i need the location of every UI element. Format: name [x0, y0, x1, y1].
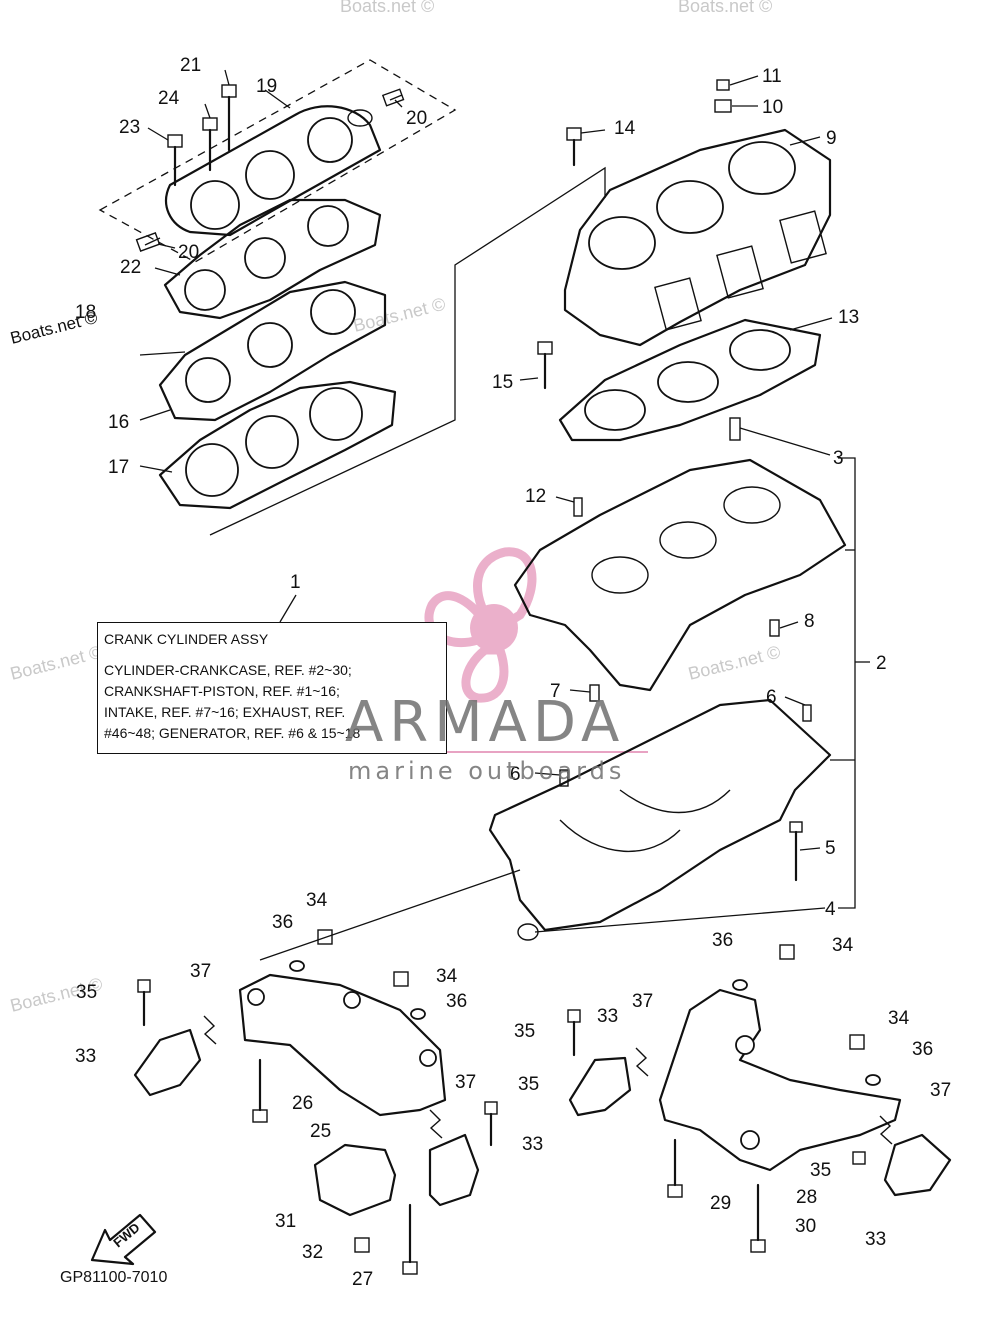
- callout-25: 25: [310, 1121, 331, 1142]
- watermark: Boats.net ©: [340, 0, 434, 16]
- callout-35: 35: [514, 1021, 535, 1042]
- callout-22: 22: [120, 257, 141, 278]
- callout-37: 37: [930, 1080, 951, 1101]
- callout-labels: 1 2 3 3 4 5 6 6 7 8 9 10 11 12 13 14 15 …: [75, 55, 951, 1290]
- crankcase-lower: [488, 698, 832, 941]
- callout-36: 36: [912, 1039, 933, 1060]
- holder-block: [313, 1143, 397, 1253]
- callout-2: 2: [876, 653, 887, 674]
- callout-6: 6: [510, 764, 521, 785]
- callout-35: 35: [518, 1074, 539, 1095]
- callout-leaders: [139, 69, 833, 851]
- callout-36: 36: [446, 991, 467, 1012]
- head-gasket-upper: [163, 198, 382, 320]
- bolt-group-block: [537, 79, 732, 390]
- base-gasket: [558, 318, 822, 442]
- callout-32: 32: [302, 1242, 323, 1263]
- callout-9: 9: [826, 128, 837, 149]
- callout-7: 7: [550, 681, 561, 702]
- fasteners-mount: [137, 929, 893, 1165]
- callout-8: 8: [804, 611, 815, 632]
- cylinder-block: [563, 128, 832, 347]
- callout-33: 33: [75, 1046, 96, 1067]
- long-bolts: [252, 1058, 766, 1275]
- callout-31: 31: [275, 1211, 296, 1232]
- callout-37: 37: [455, 1072, 476, 1093]
- callout-33: 33: [597, 1006, 618, 1027]
- brand-logo-text: ARMADA: [345, 690, 626, 755]
- callout-28: 28: [796, 1187, 817, 1208]
- note-line: INTAKE, REF. #7~16; EXHAUST, REF.: [104, 704, 346, 720]
- watermark: Boats.net ©: [686, 642, 782, 684]
- callout-35: 35: [76, 982, 97, 1003]
- callout-21: 21: [180, 55, 201, 76]
- callout-19: 19: [256, 76, 277, 97]
- callout-17: 17: [108, 457, 129, 478]
- callout-33: 33: [522, 1134, 543, 1155]
- callout-33: 33: [865, 1229, 886, 1250]
- callout-20: 20: [178, 242, 199, 263]
- note-title: CRANK CYLINDER ASSY: [104, 631, 269, 647]
- group-bracket-head: [139, 166, 606, 536]
- diagram-code: GP81100-7010: [60, 1269, 167, 1286]
- note-line: CRANKSHAFT-PISTON, REF. #1~16;: [104, 683, 340, 699]
- callout-13: 13: [838, 307, 859, 328]
- callout-11: 11: [762, 66, 782, 87]
- crankcase-upper: [513, 417, 847, 692]
- callout-3: 3: [833, 448, 844, 469]
- watermark: Boats.net ©: [8, 642, 104, 684]
- callout-29: 29: [710, 1193, 731, 1214]
- group-bracket-crankcase: [534, 427, 870, 933]
- callout-23: 23: [119, 117, 140, 138]
- engine-mount-right: [658, 988, 902, 1172]
- callout-18: 18: [75, 302, 96, 323]
- brand-tagline: marine outboards: [348, 757, 626, 785]
- callout-34: 34: [436, 966, 458, 987]
- callout-12: 12: [525, 486, 546, 507]
- callout-27: 27: [352, 1269, 373, 1290]
- callout-34: 34: [888, 1008, 910, 1029]
- cylinder-head: [158, 280, 387, 422]
- callout-36: 36: [712, 930, 733, 951]
- cylinder-head-cover: [98, 59, 457, 263]
- callout-37: 37: [632, 991, 653, 1012]
- fwd-arrow-icon: FWD: [90, 1213, 157, 1266]
- callout-10: 10: [762, 97, 783, 118]
- callout-34: 34: [306, 890, 328, 911]
- callout-15: 15: [492, 372, 513, 393]
- dowel-pins: [589, 619, 803, 882]
- callout-35: 35: [810, 1160, 831, 1181]
- callout-34: 34: [832, 935, 854, 956]
- callout-5: 5: [825, 838, 836, 859]
- callout-26: 26: [292, 1093, 313, 1114]
- callout-20: 20: [406, 108, 427, 129]
- watermark: Boats.net ©: [678, 0, 772, 16]
- rubber-mounts: [133, 1028, 952, 1207]
- callout-6: 6: [766, 687, 777, 708]
- callout-16: 16: [108, 412, 129, 433]
- callout-36: 36: [272, 912, 293, 933]
- bolt-group-top-left: [167, 84, 237, 187]
- callout-4: 4: [825, 899, 836, 920]
- callout-24: 24: [158, 88, 180, 109]
- head-gasket-lower: [158, 380, 397, 510]
- note-line: CYLINDER-CRANKCASE, REF. #2~30;: [104, 662, 352, 678]
- callout-1: 1: [290, 572, 301, 593]
- watermark: Boats.net ©: [351, 294, 447, 336]
- assembly-note-box: CRANK CYLINDER ASSY CYLINDER-CRANKCASE, …: [97, 622, 447, 754]
- callout-14: 14: [614, 118, 636, 139]
- engine-mount-left: [238, 869, 521, 1117]
- callout-37: 37: [190, 961, 211, 982]
- propeller-logo-icon: [424, 547, 537, 703]
- note-line: #46~48; GENERATOR, REF. #6 & 15~18: [104, 725, 361, 741]
- callout-30: 30: [795, 1216, 816, 1237]
- watermark-layer: Boats.net © Boats.net © Boats.net © Boat…: [8, 0, 782, 1016]
